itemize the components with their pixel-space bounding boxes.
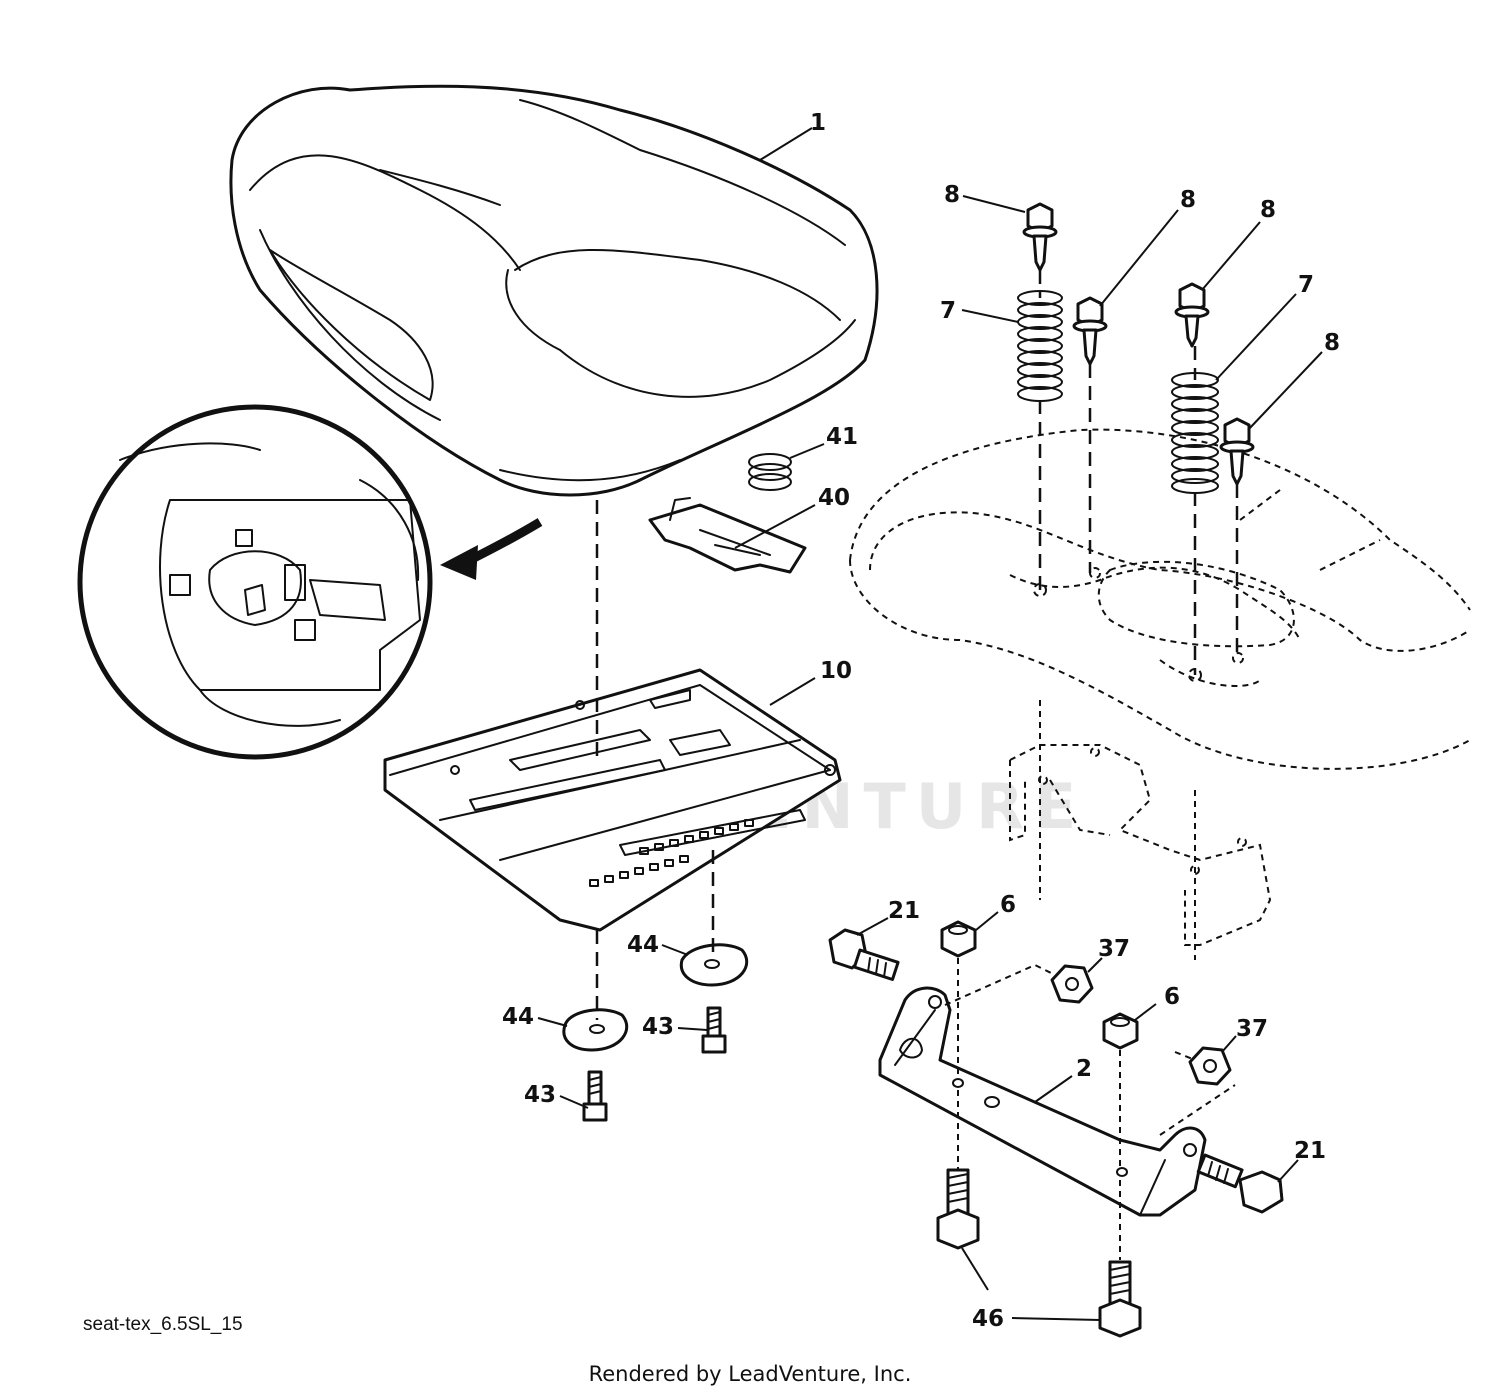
bolt-21-left — [828, 928, 900, 981]
callout-21: 21 — [888, 898, 920, 924]
callout-7: 7 — [940, 298, 956, 324]
callout-6: 6 — [1000, 892, 1016, 918]
callout-7: 7 — [1298, 272, 1314, 298]
callout-8: 8 — [1260, 197, 1276, 223]
callout-44: 44 — [627, 932, 659, 958]
nut-6-left — [940, 920, 977, 958]
nut-37-left — [1050, 964, 1094, 1004]
nut-6-right — [1102, 1012, 1139, 1050]
callout-46: 46 — [972, 1306, 1004, 1332]
callout-labels: 1 8 8 8 8 7 7 41 40 10 44 44 43 43 21 21… — [502, 110, 1340, 1332]
callout-8: 8 — [944, 182, 960, 208]
fender-outline — [849, 428, 1471, 946]
spring-7-left — [1017, 290, 1063, 402]
callout-6: 6 — [1164, 984, 1180, 1010]
seat — [229, 84, 879, 497]
figure-id: seat-tex_6.5SL_15 — [83, 1314, 243, 1335]
bolt-46-right — [1098, 1260, 1142, 1338]
bolt-43-right — [701, 1006, 727, 1054]
washer-44-right — [679, 943, 749, 987]
detail-inset — [77, 404, 433, 760]
bolt-46-left — [936, 1168, 980, 1250]
leader-lines — [537, 127, 1323, 1321]
callout-41: 41 — [826, 424, 858, 450]
washer-44-left — [562, 1008, 629, 1052]
spring-7-right — [1171, 372, 1219, 494]
callout-40: 40 — [818, 485, 850, 511]
spring-41 — [748, 453, 792, 491]
arrow-icon — [440, 518, 543, 580]
callout-37: 37 — [1236, 1016, 1268, 1042]
screw-8-a — [1022, 202, 1058, 272]
callout-8: 8 — [1324, 330, 1340, 356]
callout-10: 10 — [820, 658, 852, 684]
nut-37-right — [1188, 1046, 1232, 1086]
seat-pan-10 — [383, 668, 842, 932]
render-credit: Rendered by LeadVenture, Inc. — [589, 1362, 912, 1386]
adjustment-slots — [589, 819, 754, 887]
callout-1: 1 — [810, 110, 826, 136]
callout-43: 43 — [642, 1014, 674, 1040]
bolt-21-right — [1196, 1153, 1284, 1214]
screw-8-c — [1174, 282, 1210, 348]
callout-44: 44 — [502, 1004, 534, 1030]
callout-21: 21 — [1294, 1138, 1326, 1164]
callout-2: 2 — [1076, 1056, 1092, 1082]
callout-43: 43 — [524, 1082, 556, 1108]
screw-8-d — [1219, 417, 1255, 486]
mount-bracket-2 — [878, 986, 1207, 1217]
callout-8: 8 — [1180, 187, 1196, 213]
callout-37: 37 — [1098, 936, 1130, 962]
screw-8-b — [1072, 296, 1108, 366]
bolt-43-left — [582, 1070, 608, 1122]
bracket-40 — [648, 497, 807, 574]
